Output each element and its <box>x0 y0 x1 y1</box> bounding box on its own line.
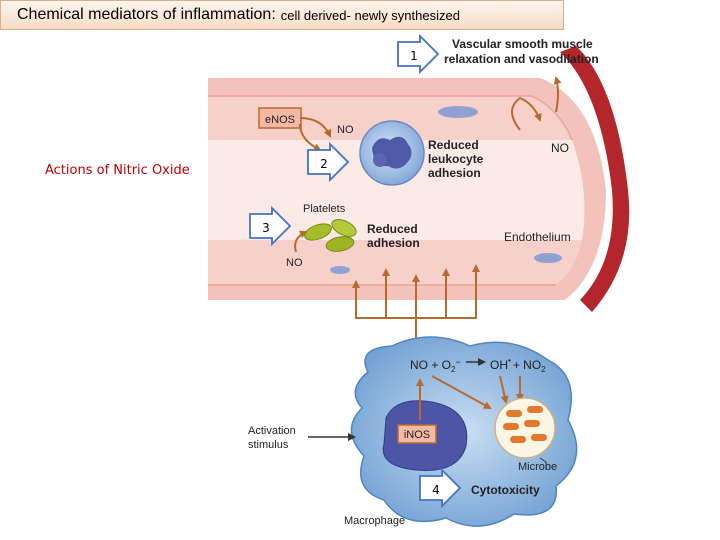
leukocyte <box>359 120 425 186</box>
no-arrow <box>294 230 308 253</box>
marker-1: 1 <box>397 33 440 75</box>
actions-of-nitric-oxide-label: Actions of Nitric Oxide <box>45 163 190 178</box>
vascular-line1: Vascular smooth muscle <box>452 37 593 51</box>
upper-endothelium <box>208 96 572 140</box>
blood-vessel <box>208 46 630 312</box>
no-arrow-vascular <box>553 76 562 113</box>
inos-product-arrows <box>416 375 524 420</box>
endothelial-nucleus <box>534 253 562 263</box>
macrophage-label: Macrophage <box>344 515 405 527</box>
page-title: Chemical mediators of inflammation: <box>17 6 276 23</box>
reduced-leukocyte-line1: Reduced <box>428 138 479 152</box>
inos-label: iNOS <box>404 429 430 441</box>
reaction-right: OH•+ NO2 <box>490 356 546 374</box>
no-label-lower: NO <box>286 257 303 269</box>
activation-line2: stimulus <box>248 439 289 451</box>
no-label-right: NO <box>551 141 569 155</box>
page-subtitle: cell derived- newly synthesized <box>280 7 460 23</box>
no-arrow <box>299 117 332 138</box>
microbe-leader <box>539 457 547 463</box>
platelets-label: Platelets <box>303 203 346 215</box>
reduced-adhesion-line2: adhesion <box>367 236 420 250</box>
vessel-lumen <box>208 140 585 240</box>
microbe-label: Microbe <box>518 461 557 473</box>
activation-line1: Activation <box>248 425 296 437</box>
cytotoxicity-label: Cytotoxicity <box>471 483 540 497</box>
marker-3: 3 <box>249 205 292 247</box>
microbe <box>494 397 556 459</box>
endothelial-nucleus <box>330 266 350 274</box>
reduced-adhesion-line1: Reduced <box>367 222 418 236</box>
smooth-muscle-band <box>560 46 630 312</box>
svg-text:1: 1 <box>410 49 418 63</box>
endothelial-nucleus <box>438 106 478 118</box>
no-arrow <box>511 96 542 131</box>
enos-label: e​NOS <box>265 114 295 126</box>
title-box: Chemical mediators of inflammation: cell… <box>0 0 564 30</box>
svg-text:4: 4 <box>432 483 440 497</box>
no-diffusion-arrows <box>352 264 480 338</box>
no-label-top: NO <box>337 124 354 136</box>
reduced-leukocyte-line2: leukocyte <box>428 152 484 166</box>
platelets <box>304 219 357 252</box>
inos-box <box>397 424 437 444</box>
reduced-leukocyte-line3: adhesion <box>428 166 481 180</box>
svg-text:3: 3 <box>262 221 270 235</box>
endothelium-label: Endothelium <box>504 230 571 244</box>
marker-4: 4 <box>419 467 462 509</box>
marker-2: 2 <box>307 141 350 183</box>
vascular-line2: relaxation and vasodilation <box>444 52 599 66</box>
svg-text:2: 2 <box>320 157 328 171</box>
lower-endothelium <box>208 240 582 285</box>
no-arrow <box>299 123 322 151</box>
reaction-left: NO + O2− <box>410 357 461 374</box>
